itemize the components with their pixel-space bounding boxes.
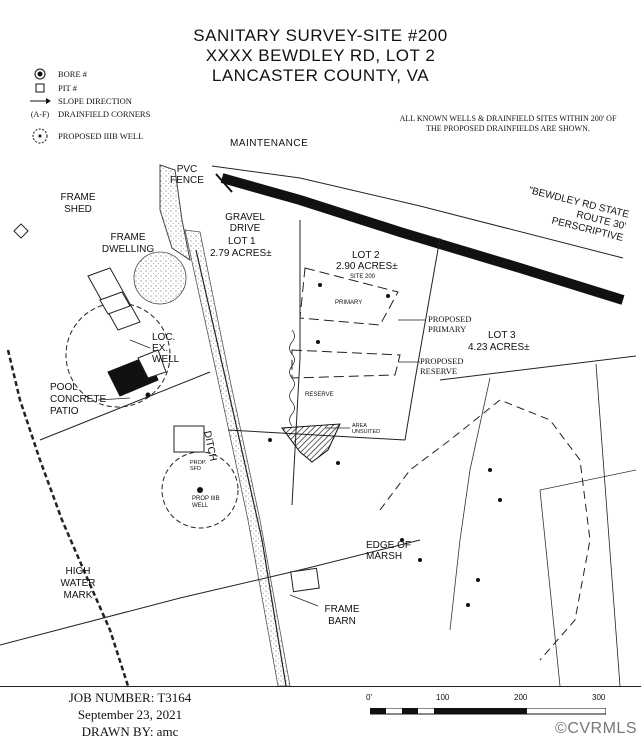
frame-shed-label: FRAME SHED: [60, 192, 96, 215]
scale-bar: [369, 705, 607, 715]
proposed-well-icon: [28, 128, 52, 144]
lot2-label: LOT 2: [352, 250, 380, 261]
legend-label: BORE #: [58, 69, 88, 79]
leader-line: [129, 339, 151, 349]
legend-item-corners: (A-F) DRAINFIELD CORNERS: [28, 109, 150, 119]
lot3-line: [539, 469, 637, 491]
scale-label: 100: [436, 693, 450, 702]
corner-code: (A-F): [30, 109, 50, 119]
lot1-area: 2.79 ACRES±: [210, 248, 272, 259]
proposed-reserve-label: PROPOSED RESERVE: [420, 356, 464, 376]
lot-line: [404, 237, 441, 441]
road-edge-line: [215, 173, 233, 193]
site-map: [0, 164, 637, 686]
prop-sfd-label: PROP. SFD: [190, 460, 207, 472]
lot2-area: 2.90 ACRES±: [336, 261, 398, 272]
area-unsuited: [281, 423, 341, 463]
legend-label: PIT #: [58, 83, 77, 93]
site-label: SITE 200: [350, 274, 376, 280]
leader-line: [289, 594, 319, 607]
lot-line: [291, 220, 301, 506]
frame-shed: [13, 223, 29, 239]
lot-line: [595, 363, 621, 686]
legend-item-well: PROPOSED IIIB WELL: [28, 128, 143, 144]
pit-icon: [28, 83, 52, 93]
ditch-line: [195, 249, 287, 686]
bore-marker: [476, 578, 480, 582]
watermark: ©CVRMLS: [555, 720, 637, 737]
loc-ex-well-label: LOC. EX. WELL: [152, 332, 180, 365]
leader-line: [97, 397, 131, 401]
bore-marker: [400, 538, 404, 542]
survey-title: SANITARY SURVEY-SITE #200: [193, 26, 448, 45]
frame-dwelling-label: FRAME DWELLING: [101, 232, 155, 255]
pvc-fence-label: PVC FENCE: [170, 164, 204, 186]
pool-patio-label: POOL CONCRETE PATIO: [50, 382, 107, 417]
bore-marker: [318, 283, 322, 287]
legend-item-slope: SLOPE DIRECTION: [28, 96, 132, 106]
job-number: JOB NUMBER: T3164: [68, 690, 192, 705]
survey-date: September 23, 2021: [77, 707, 183, 722]
bore-icon: [28, 68, 52, 80]
frame-barn: [290, 567, 320, 593]
bore-marker: [466, 603, 470, 607]
bore-marker: [336, 461, 340, 465]
edge-of-marsh-label: EDGE OF MARSH: [366, 540, 412, 562]
bore-marker: [488, 468, 492, 472]
lot-line: [439, 355, 637, 381]
drainfield-boundary: [291, 349, 401, 379]
high-water-mark-label: HIGH WATER MARK: [60, 566, 96, 601]
drawn-by: DRAWN BY: amc: [81, 724, 179, 739]
reserve-label: RESERVE: [305, 392, 334, 398]
lot3-area: 4.23 ACRES±: [468, 342, 530, 353]
bore-marker: [498, 498, 502, 502]
reserve-boundary: [289, 329, 295, 427]
pool-deck: [137, 349, 167, 379]
frame-barn-label: FRAME BARN: [324, 604, 360, 627]
gravel-drive-strip: [184, 229, 291, 686]
primary-label: PRIMARY: [335, 300, 363, 306]
legend-label: PROPOSED IIIB WELL: [58, 131, 144, 141]
gravel-drive: [159, 164, 191, 262]
proposed-well-marker: [197, 487, 203, 493]
scale-label: 200: [514, 693, 528, 702]
title-block-footer: JOB NUMBER: T3164 September 23, 2021 DRA…: [0, 686, 641, 751]
gravel-drive-label: GRAVEL DRIVE: [225, 212, 265, 234]
frame-dwelling-wing: [99, 291, 131, 315]
road-edge-line: [211, 165, 624, 259]
proposed-primary-label: PROPOSED PRIMARY: [428, 314, 472, 334]
bore-marker: [386, 294, 390, 298]
wells-note: ALL KNOWN WELLS & DRAINFIELD SITES WITHI…: [399, 114, 617, 133]
slope-arrow-icon: [28, 97, 52, 105]
legend-item-pit: PIT #: [28, 83, 77, 93]
prop-well-label: PROP IIIB WELL: [192, 496, 220, 509]
legend-label: DRAINFIELD CORNERS: [58, 109, 151, 119]
lot3-line: [539, 489, 561, 686]
lot3-label: LOT 3: [488, 330, 516, 341]
existing-well-marker: [145, 392, 151, 398]
marsh-edge: [379, 399, 591, 661]
shoreline: [6, 349, 130, 686]
bore-marker: [316, 340, 320, 344]
lot-line: [39, 371, 211, 441]
legend-label: SLOPE DIRECTION: [58, 96, 132, 106]
lot-line: [0, 539, 421, 646]
drainfield-boundary: [299, 267, 399, 326]
lot3-line: [449, 377, 491, 631]
area-unsuited-label: AREA UNSUITED: [352, 423, 381, 435]
bore-marker: [268, 438, 272, 442]
bore-marker: [418, 558, 422, 562]
scale-label: 300: [592, 693, 606, 702]
lot1-label: LOT 1: [228, 236, 256, 247]
scale-label: 0': [366, 693, 372, 702]
maintenance-label: MAINTENANCE: [230, 138, 309, 149]
drainfield-circle: [133, 251, 187, 305]
county-state: LANCASTER COUNTY, VA: [211, 66, 430, 85]
property-address: XXXX BEWDLEY RD, LOT 2: [205, 46, 436, 65]
proposed-sfd: [173, 425, 205, 453]
road-thick-line: [220, 173, 625, 305]
legend-item-bore: BORE #: [28, 68, 87, 80]
